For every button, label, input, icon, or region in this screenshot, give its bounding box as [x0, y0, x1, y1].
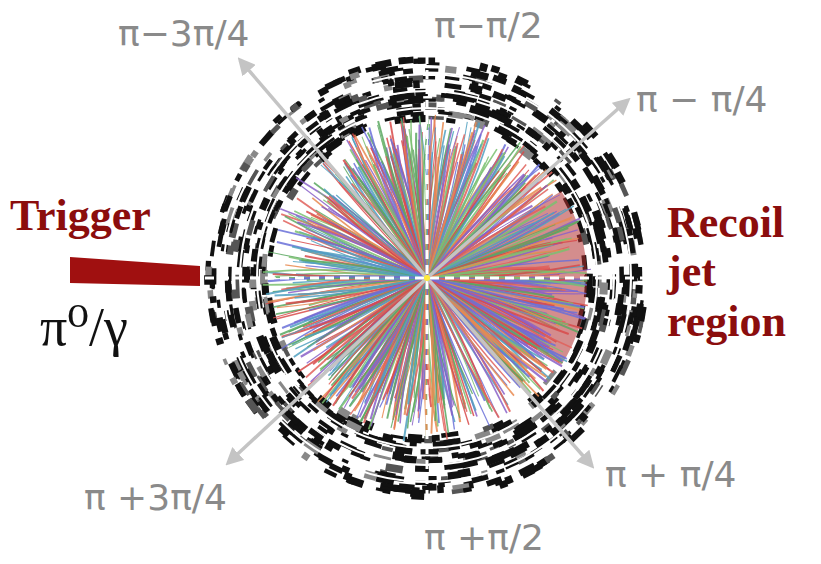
- axis-lines: [205, 40, 650, 520]
- particle-label: π⁰/γ: [40, 298, 128, 357]
- vertex: [424, 275, 430, 281]
- trigger-label: Trigger: [10, 192, 151, 240]
- angle-arrows: [228, 60, 628, 466]
- angle-label: π−3π/4: [118, 14, 249, 54]
- angle-label: π +π/2: [424, 518, 544, 558]
- angle-label: π−π/2: [434, 6, 543, 46]
- trigger-bar: [70, 257, 200, 286]
- angle-label: π +3π/4: [84, 478, 227, 518]
- recoil-label: Recoil jet region: [667, 198, 817, 346]
- angle-label: π + π/4: [605, 455, 736, 495]
- angle-label: π − π/4: [636, 80, 767, 120]
